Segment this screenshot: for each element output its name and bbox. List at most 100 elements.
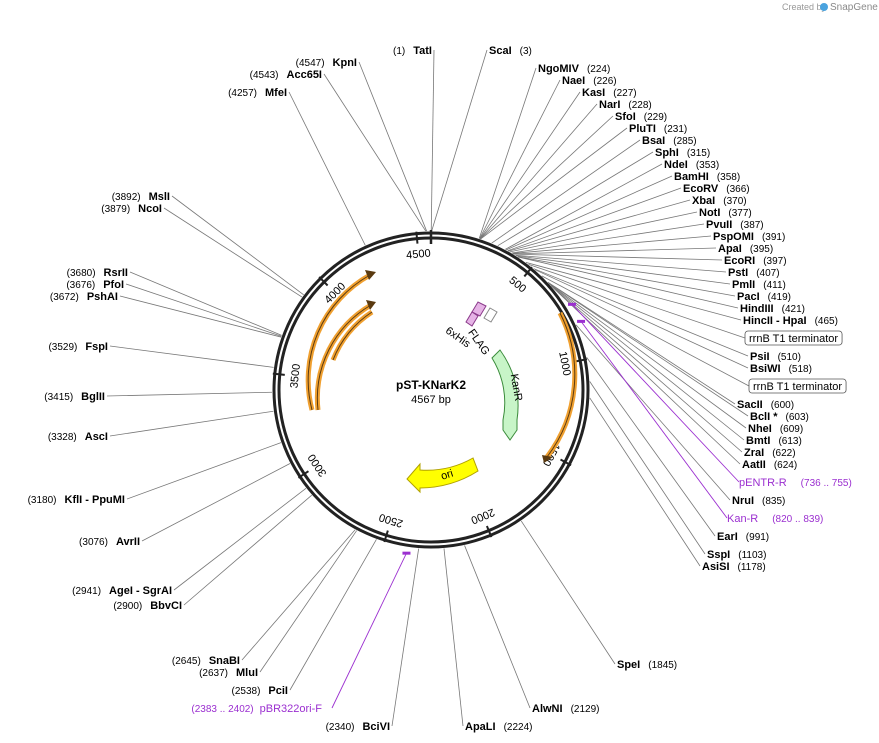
enzyme-site[interactable]: RsrII(3680) — [67, 267, 128, 279]
enzyme-position: (835) — [762, 496, 785, 507]
enzyme-site[interactable]: NruI(835) — [732, 495, 785, 507]
enzyme-leader-line — [491, 139, 641, 244]
enzyme-site[interactable]: BmtI(613) — [746, 435, 802, 447]
enzyme-site[interactable]: PspOMI(391) — [713, 231, 785, 243]
enzyme-site[interactable]: ApaLI(2224) — [465, 721, 532, 733]
enzyme-position: (518) — [789, 364, 812, 375]
enzyme-site[interactable]: PfoI(3676) — [66, 279, 124, 291]
enzyme-site[interactable]: FspI(3529) — [48, 341, 108, 353]
enzyme-site[interactable]: NotI(377) — [699, 207, 752, 219]
enzyme-name: HindIII — [740, 303, 774, 315]
terminator-box — [744, 330, 843, 346]
enzyme-site[interactable]: NdeI(353) — [664, 159, 719, 171]
primer-leader-line — [571, 304, 740, 483]
enzyme-site[interactable]: BclI * (603) — [750, 411, 809, 423]
enzyme-site[interactable]: MfeI(4257) — [228, 87, 287, 99]
enzyme-leader-line — [478, 67, 537, 239]
enzyme-site[interactable]: SfoI(229) — [615, 111, 667, 123]
enzyme-site[interactable]: ScaI(3) — [489, 45, 532, 57]
enzyme-site[interactable]: MslI(3892) — [112, 191, 170, 203]
enzyme-site[interactable]: ZraI(622) — [744, 447, 796, 459]
enzyme-position: (2538) — [232, 686, 261, 697]
enzyme-leader-line — [430, 49, 435, 232]
enzyme-leader-line — [126, 442, 282, 500]
enzyme-name: SacII — [737, 399, 763, 411]
enzyme-site[interactable]: PluTI(231) — [629, 123, 687, 135]
enzyme-site[interactable]: BciVI(2340) — [326, 721, 390, 733]
terminator-feature-label[interactable]: rrnB T1 terminator — [744, 330, 843, 346]
primer-site[interactable]: pENTR-R(736 .. 755) — [739, 477, 852, 489]
enzyme-leader-line — [479, 79, 561, 239]
enzyme-position: (421) — [782, 304, 805, 315]
enzyme-site[interactable]: KpnI(4547) — [296, 57, 357, 69]
orf-arc-2-head — [365, 270, 376, 280]
enzyme-site[interactable]: NarI(228) — [599, 99, 652, 111]
enzyme-site[interactable]: EarI(991) — [717, 531, 769, 543]
enzyme-site[interactable]: HindIII (421) — [740, 303, 805, 315]
enzyme-site[interactable]: TatI(1) — [393, 45, 432, 57]
enzyme-site[interactable]: NaeI(226) — [562, 75, 617, 87]
enzyme-name: BclI * — [750, 411, 778, 423]
enzyme-site[interactable]: NgoMIV(224) — [538, 63, 610, 75]
enzyme-site[interactable]: BbvCI(2900) — [113, 600, 182, 612]
enzyme-name: XbaI — [692, 195, 715, 207]
enzyme-site[interactable]: ApaI(395) — [718, 243, 773, 255]
primer-mark — [577, 319, 586, 323]
enzyme-site[interactable]: EcoRI(397) — [724, 255, 787, 267]
enzyme-site[interactable]: NheI(609) — [748, 423, 803, 435]
enzyme-site[interactable]: SpeI(1845) — [617, 659, 677, 671]
enzyme-name: NarI — [599, 99, 620, 111]
enzyme-site[interactable]: AvrII(3076) — [79, 536, 140, 548]
enzyme-site[interactable]: AlwNI(2129) — [532, 703, 599, 715]
enzyme-site[interactable]: AsiSI(1178) — [702, 561, 766, 573]
enzyme-site[interactable]: PacI(419) — [737, 291, 791, 303]
enzyme-site[interactable]: BsaI(285) — [642, 135, 697, 147]
enzyme-position: (377) — [728, 208, 751, 219]
enzyme-site[interactable]: SacII(600) — [737, 399, 794, 411]
enzyme-site[interactable]: BamHI(358) — [674, 171, 740, 183]
enzyme-position: (603) — [786, 412, 809, 423]
enzyme-site[interactable]: AatII(624) — [742, 459, 797, 471]
enzyme-site[interactable]: HincII - HpaI(465) — [743, 315, 838, 327]
enzyme-site[interactable]: XbaI(370) — [692, 195, 747, 207]
enzyme-site[interactable]: EcoRV(366) — [683, 183, 750, 195]
enzyme-name: SspI — [707, 549, 730, 561]
enzyme-site[interactable]: PstI(407) — [728, 267, 780, 279]
enzyme-site[interactable]: KflI - PpuMI(3180) — [28, 494, 125, 506]
enzyme-site[interactable]: PmlI(411) — [732, 279, 786, 291]
enzyme-site[interactable]: SnaBI(2645) — [172, 655, 240, 667]
plasmid-name: pST-KNarK2 — [396, 378, 466, 392]
enzyme-site[interactable]: NcoI(3879) — [101, 203, 162, 215]
enzyme-site[interactable]: AscI(3328) — [48, 431, 108, 443]
enzyme-site[interactable]: BsiWI(518) — [750, 363, 812, 375]
enzyme-site[interactable]: PsiI(510) — [750, 351, 801, 363]
primer-site[interactable]: pBR322ori-F(2383 .. 2402) — [191, 703, 322, 715]
enzyme-site[interactable]: SspI(1103) — [707, 549, 766, 561]
terminator-feature-label[interactable]: rrnB T1 terminator — [748, 378, 847, 394]
enzyme-site[interactable]: PshAI(3672) — [50, 291, 118, 303]
enzyme-site[interactable]: AgeI - SgrAI(2941) — [72, 585, 172, 597]
enzyme-site[interactable]: Acc65I(4543) — [250, 69, 322, 81]
enzyme-leader-line — [517, 256, 739, 309]
enzyme-site[interactable]: PvuII(387) — [706, 219, 764, 231]
enzyme-site[interactable]: SphI(315) — [655, 147, 710, 159]
enzyme-position: (366) — [726, 184, 749, 195]
flag-feature-arrow — [471, 301, 487, 317]
terminator-label: rrnB T1 terminator — [753, 381, 842, 393]
primer-site[interactable]: Kan-R(820 .. 839) — [727, 513, 823, 525]
enzyme-site[interactable]: KasI(227) — [582, 87, 637, 99]
enzyme-labels: TatI(1) ScaI(3) KpnI(4547)Acc65I(4543) MfeI… — [28, 45, 852, 733]
enzyme-position: (624) — [774, 460, 797, 471]
scale-tick — [560, 458, 572, 467]
enzyme-site[interactable]: MluI(2637) — [199, 667, 258, 679]
enzyme-position: (407) — [756, 268, 779, 279]
enzyme-site[interactable]: BglII(3415) — [44, 391, 105, 403]
enzyme-name: AscI — [85, 431, 108, 443]
enzyme-leader-line — [533, 268, 749, 357]
primer-position: (2383 .. 2402) — [191, 704, 253, 715]
enzyme-name: NgoMIV — [538, 63, 580, 75]
primer-name: pENTR-R — [739, 477, 787, 489]
enzyme-position: (622) — [772, 448, 795, 459]
orf-arc-3-core — [316, 304, 372, 411]
enzyme-site[interactable]: PciI(2538) — [232, 685, 288, 697]
